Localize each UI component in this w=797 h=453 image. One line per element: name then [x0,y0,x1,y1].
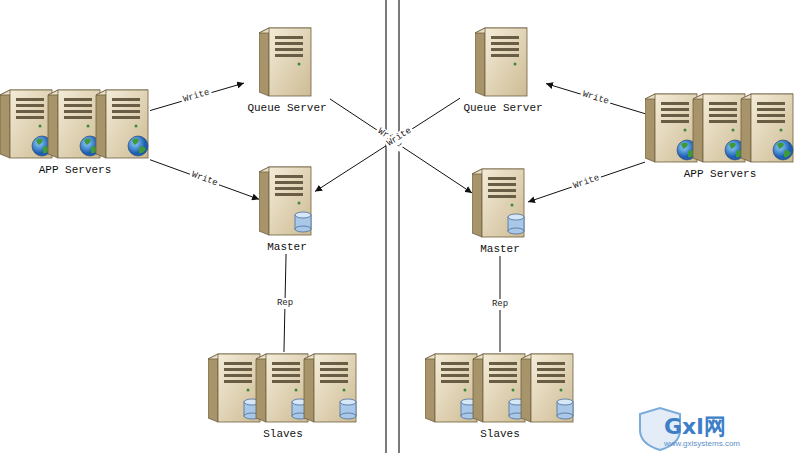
server-icon [259,167,311,235]
watermark-text: Gxl网 [664,412,726,442]
connector-line [315,98,460,191]
server-icon [259,28,311,96]
server-node: Queue Server [244,26,330,115]
edge-label: Write [570,172,603,192]
server-icon [741,94,793,162]
server-illustration [208,352,358,424]
server-node: Queue Server [460,26,546,115]
server-label: APP Servers [0,164,150,177]
server-label: Master [259,241,315,254]
server-node: Master [259,165,315,254]
connector-line [150,160,259,200]
server-illustration [472,167,528,239]
server-icon [475,28,527,96]
edge-label: Write [188,169,221,190]
server-icon [48,90,100,158]
edge-label: Rep [275,298,295,309]
server-icon [645,94,697,162]
server-group: APP Servers [645,92,795,181]
server-group: APP Servers [0,88,150,177]
server-label: Queue Server [244,102,330,115]
edge-label: Write [579,89,612,109]
connector-line [150,83,244,110]
server-node: Master [472,167,528,256]
server-icon [304,354,356,422]
watermark-text: www.gxlsystems.com [664,439,740,448]
server-illustration [259,26,315,98]
server-label: Master [472,243,528,256]
edge-label: Write [181,87,214,106]
server-icon [425,354,477,422]
server-illustration [0,88,150,160]
server-illustration [475,26,531,98]
server-icon [473,354,525,422]
server-icon [521,354,573,422]
server-icon [96,90,148,158]
server-illustration [425,352,575,424]
server-group: Slaves [425,352,575,441]
connector-line [330,99,472,193]
server-icon [256,354,308,422]
server-illustration [645,92,795,164]
connector-line [546,84,645,114]
server-label: Queue Server [460,102,546,115]
server-label: APP Servers [645,168,795,181]
server-label: Slaves [208,428,358,441]
server-icon [0,90,52,158]
divider-line [385,0,386,453]
server-icon [693,94,745,162]
server-label: Slaves [425,428,575,441]
server-group: Slaves [208,352,358,441]
server-icon [472,169,524,237]
edge-label: Rep [490,299,510,310]
server-illustration [259,165,315,237]
divider-line [398,0,399,453]
connector-line [528,162,645,202]
server-icon [208,354,260,422]
